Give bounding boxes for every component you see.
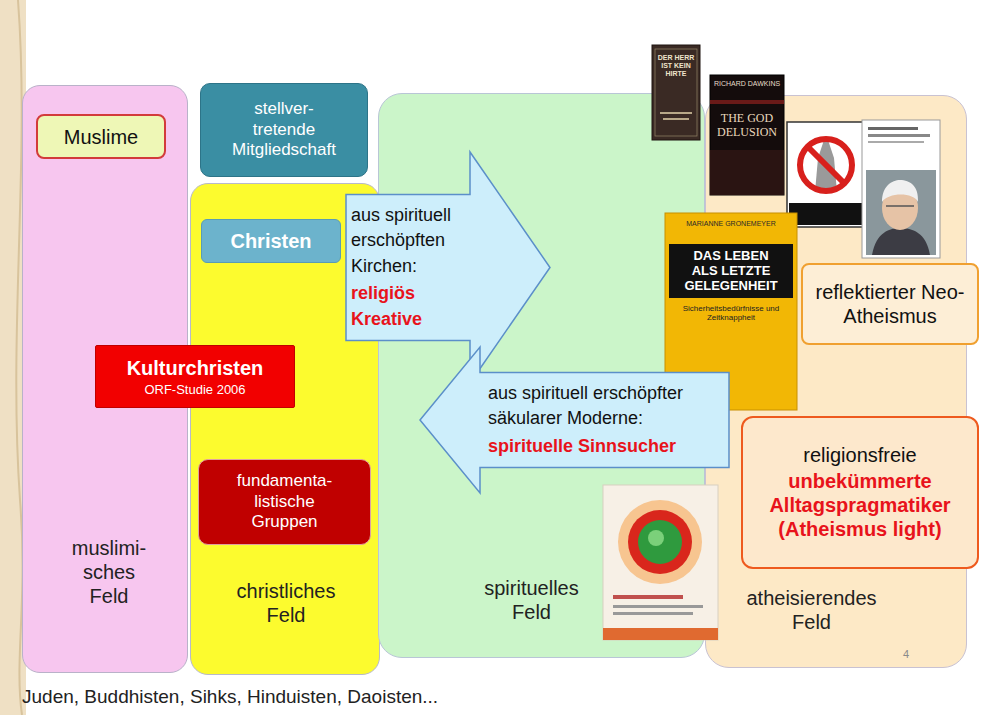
node-text: aus spirituell erschöpften Kirchen: — [351, 203, 469, 280]
text-area: fundamenta- listische Gruppen — [199, 467, 370, 536]
prohibition-slash — [808, 147, 844, 183]
book-band — [710, 150, 784, 195]
block-arrow: aus spirituell erschöpften Kirchen:relig… — [345, 150, 552, 385]
book-cover — [862, 120, 940, 258]
block-arrow: aus spirituell erschöpfter säkularer Mod… — [418, 345, 730, 495]
group-box: Muslime — [36, 114, 166, 159]
book-subtitle: Sicherheitsbedürfnisse und Zeitknappheit — [672, 304, 790, 322]
cover-disc — [638, 520, 682, 564]
text-area: Muslime — [38, 121, 164, 153]
node-text: reflektierter Neo-Atheismus — [813, 280, 967, 328]
text-area: religionsfreieunbekümmerte Alltagspragma… — [743, 439, 977, 545]
node-text: Kulturchristen — [104, 356, 286, 380]
node-text: Christen — [210, 229, 332, 253]
node-subtext: unbekümmerte Alltagspragmatiker (Atheism… — [753, 469, 967, 541]
node-subtext: spirituelle Sinnsucher — [488, 434, 723, 460]
book-title: DAS LEBEN ALS LETZTE GELEGENHEIT — [679, 249, 783, 294]
text-area: reflektierter Neo-Atheismus — [803, 276, 977, 332]
book-band — [669, 244, 793, 298]
cover-ring — [628, 510, 692, 574]
book-text-line — [613, 595, 683, 599]
text-area: Christen — [202, 225, 340, 257]
book-author: MARIANNE GRONEMEYER — [668, 220, 794, 228]
book-cover — [787, 122, 865, 227]
book-author: RICHARD DAWKINS — [711, 80, 783, 88]
portrait-shirt — [872, 228, 930, 255]
book-cover — [652, 45, 700, 140]
portrait-hair — [882, 180, 918, 202]
group-box: stellver- tretende Mitgliedschaft — [200, 83, 368, 177]
node-text: spirituelles Feld — [479, 576, 584, 624]
group-box: reflektierter Neo-Atheismus — [801, 263, 979, 345]
book-cover — [603, 485, 718, 640]
book-band — [710, 100, 784, 104]
portrait-ground — [866, 170, 936, 255]
book-text-line — [868, 134, 930, 137]
group-box: religionsfreieunbekümmerte Alltagspragma… — [741, 416, 979, 569]
book-cover — [665, 213, 797, 410]
book-text-line — [663, 118, 689, 120]
highlight-box: KulturchristenORF-Studie 2006 — [95, 345, 295, 408]
node-subtext: religiös Kreative — [351, 281, 469, 332]
node-text: religionsfreie — [753, 443, 967, 467]
book-text-line — [613, 605, 703, 608]
book-band — [789, 203, 863, 225]
cover-spot — [648, 530, 664, 546]
node-text: muslimi- sches Feld — [64, 536, 154, 608]
book-frame — [655, 49, 697, 136]
book-band — [603, 628, 718, 640]
book-text-line — [868, 127, 918, 130]
node-text: Muslime — [46, 125, 156, 149]
book-text-line — [868, 141, 924, 143]
book-text-line — [613, 612, 693, 615]
node-text: aus spirituell erschöpfter säkularer Mod… — [488, 381, 723, 432]
cover-halo — [618, 500, 702, 584]
text-area: muslimi- sches Feld — [64, 536, 154, 608]
footnote: Juden, Buddhisten, Sihks, Hinduisten, Da… — [22, 686, 642, 708]
text-area: KulturchristenORF-Studie 2006 — [96, 352, 294, 402]
book-cover — [710, 75, 784, 195]
prohibition-circle — [800, 139, 852, 191]
text-area: aus spirituell erschöpften Kirchen:relig… — [351, 203, 469, 333]
node-text: christliches Feld — [231, 579, 341, 627]
book-title: THE GOD DELUSION — [712, 112, 782, 140]
node-text: stellver- tretende Mitgliedschaft — [225, 99, 343, 160]
node-text: atheisierendes Feld — [739, 586, 884, 634]
node-text: fundamenta- listische Gruppen — [233, 471, 336, 532]
text-area: spirituelles Feld — [479, 576, 584, 624]
group-box: Christen — [201, 219, 341, 263]
page-number: 4 — [903, 648, 923, 661]
text-area: christliches Feld — [231, 579, 341, 627]
text-area: atheisierendes Feld — [739, 586, 884, 634]
arrow-body — [346, 152, 550, 383]
text-area: stellver- tretende Mitgliedschaft — [201, 95, 367, 164]
portrait-glasses — [886, 205, 914, 207]
text-area: aus spirituell erschöpfter säkularer Mod… — [488, 381, 723, 460]
book-title: DER HERR IST KEIN HIRTE — [654, 54, 698, 78]
node-subtext: ORF-Studie 2006 — [104, 382, 286, 398]
group-box: fundamenta- listische Gruppen — [198, 459, 371, 545]
book-text-line — [660, 112, 692, 114]
